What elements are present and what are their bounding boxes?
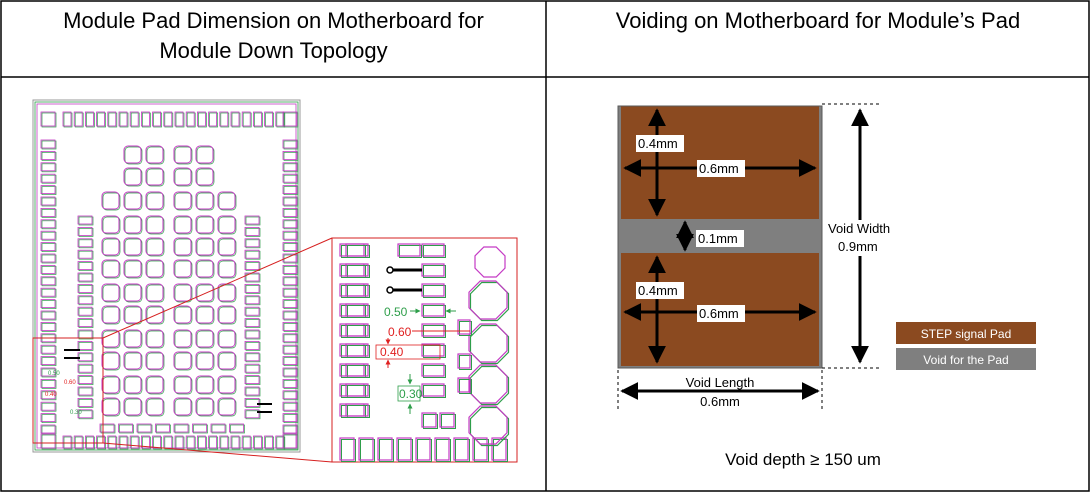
label-void-length-title: Void Length: [686, 375, 755, 390]
label-void-width-value: 0.9mm: [838, 239, 878, 254]
small-dim-050: 0.50: [48, 371, 60, 377]
zoom-dim-030: 0.30: [399, 387, 423, 401]
zoom-dim-050: 0.50: [384, 305, 408, 319]
legend-void-pad: Void for the Pad: [923, 353, 1008, 367]
small-dim-030: 0.30: [70, 410, 82, 416]
header-module-pad: Module Pad Dimension on Motherboard for …: [2, 6, 545, 66]
label-void-length-value: 0.6mm: [700, 394, 740, 409]
label-gap: 0.1mm: [698, 231, 738, 246]
legend: STEP signal Pad Void for the Pad: [896, 322, 1036, 370]
module-footprint: 0.50 0.60 0.40 0.30: [33, 100, 300, 452]
void-depth-note: Void depth ≥ 150 um: [548, 450, 1058, 470]
header-module-pad-line2: Module Down Topology: [2, 36, 545, 66]
legend-step-pad: STEP signal Pad: [921, 327, 1012, 341]
small-dim-040: 0.40: [45, 392, 57, 398]
header-voiding: Voiding on Motherboard for Module’s Pad: [548, 6, 1088, 36]
label-pad-height-top: 0.4mm: [638, 136, 678, 151]
zoom-dim-060: 0.60: [388, 325, 412, 339]
void-diagram: 0.4mm 0.6mm 0.1mm 0.4mm 0.6mm Void Width…: [618, 104, 1036, 410]
label-pad-width-bottom: 0.6mm: [699, 306, 739, 321]
small-dim-060: 0.60: [64, 380, 76, 386]
label-pad-height-bottom: 0.4mm: [638, 283, 678, 298]
header-module-pad-line1: Module Pad Dimension on Motherboard for: [2, 6, 545, 36]
label-pad-width-top: 0.6mm: [699, 161, 739, 176]
label-void-width-title: Void Width: [828, 221, 890, 236]
zoom-detail: 0.50 0.60 0.40 0.30: [340, 244, 509, 462]
zoom-dim-040: 0.40: [380, 345, 404, 359]
